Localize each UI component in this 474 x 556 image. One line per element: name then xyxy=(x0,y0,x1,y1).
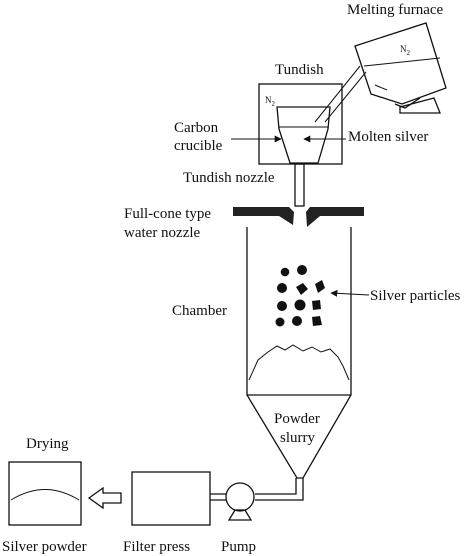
filter-press-label: Filter press xyxy=(123,539,190,555)
silver-particles-label: Silver particles xyxy=(370,288,461,304)
carbon-crucible-label-2: crucible xyxy=(174,138,223,154)
powder-pile xyxy=(248,344,350,381)
powder-slurry-label-1: Powder xyxy=(274,411,320,427)
carbon-crucible-label-1: Carbon xyxy=(174,120,219,136)
furnace-n2-label: N xyxy=(400,44,407,54)
drying-box xyxy=(8,461,82,526)
silver-particles xyxy=(275,265,325,327)
silver-powder-mound xyxy=(10,489,80,501)
transfer-arrow xyxy=(87,486,122,510)
tundish-n2-label: N xyxy=(265,95,272,105)
filter-press xyxy=(131,471,211,526)
chamber-label: Chamber xyxy=(172,303,227,319)
furnace-n2-subscript: 2 xyxy=(407,49,411,57)
water-nozzle xyxy=(233,207,364,227)
powder-slurry-label-2: slurry xyxy=(280,430,315,446)
water-nozzle-label-2: water nozzle xyxy=(124,225,201,241)
tundish-label: Tundish xyxy=(275,62,324,78)
carbon-crucible xyxy=(276,106,331,164)
pour-stream xyxy=(314,65,361,123)
svg-text:N2: N2 xyxy=(265,95,276,108)
tundish-nozzle xyxy=(294,163,305,207)
melting-furnace-label: Melting furnace xyxy=(347,2,444,18)
molten-silver-label: Molten silver xyxy=(348,129,428,145)
tundish-n2-subscript: 2 xyxy=(272,100,276,108)
pump-label: Pump xyxy=(221,539,256,555)
water-nozzle-label-1: Full-cone type xyxy=(124,206,211,222)
silver-powder-label: Silver powder xyxy=(2,539,87,555)
chamber xyxy=(246,227,352,479)
drying-label: Drying xyxy=(26,436,69,452)
tundish-nozzle-label: Tundish nozzle xyxy=(183,170,275,186)
slurry-pipe xyxy=(255,478,297,495)
svg-text:N2: N2 xyxy=(400,44,411,57)
pump xyxy=(225,482,255,512)
melting-furnace xyxy=(354,22,447,114)
